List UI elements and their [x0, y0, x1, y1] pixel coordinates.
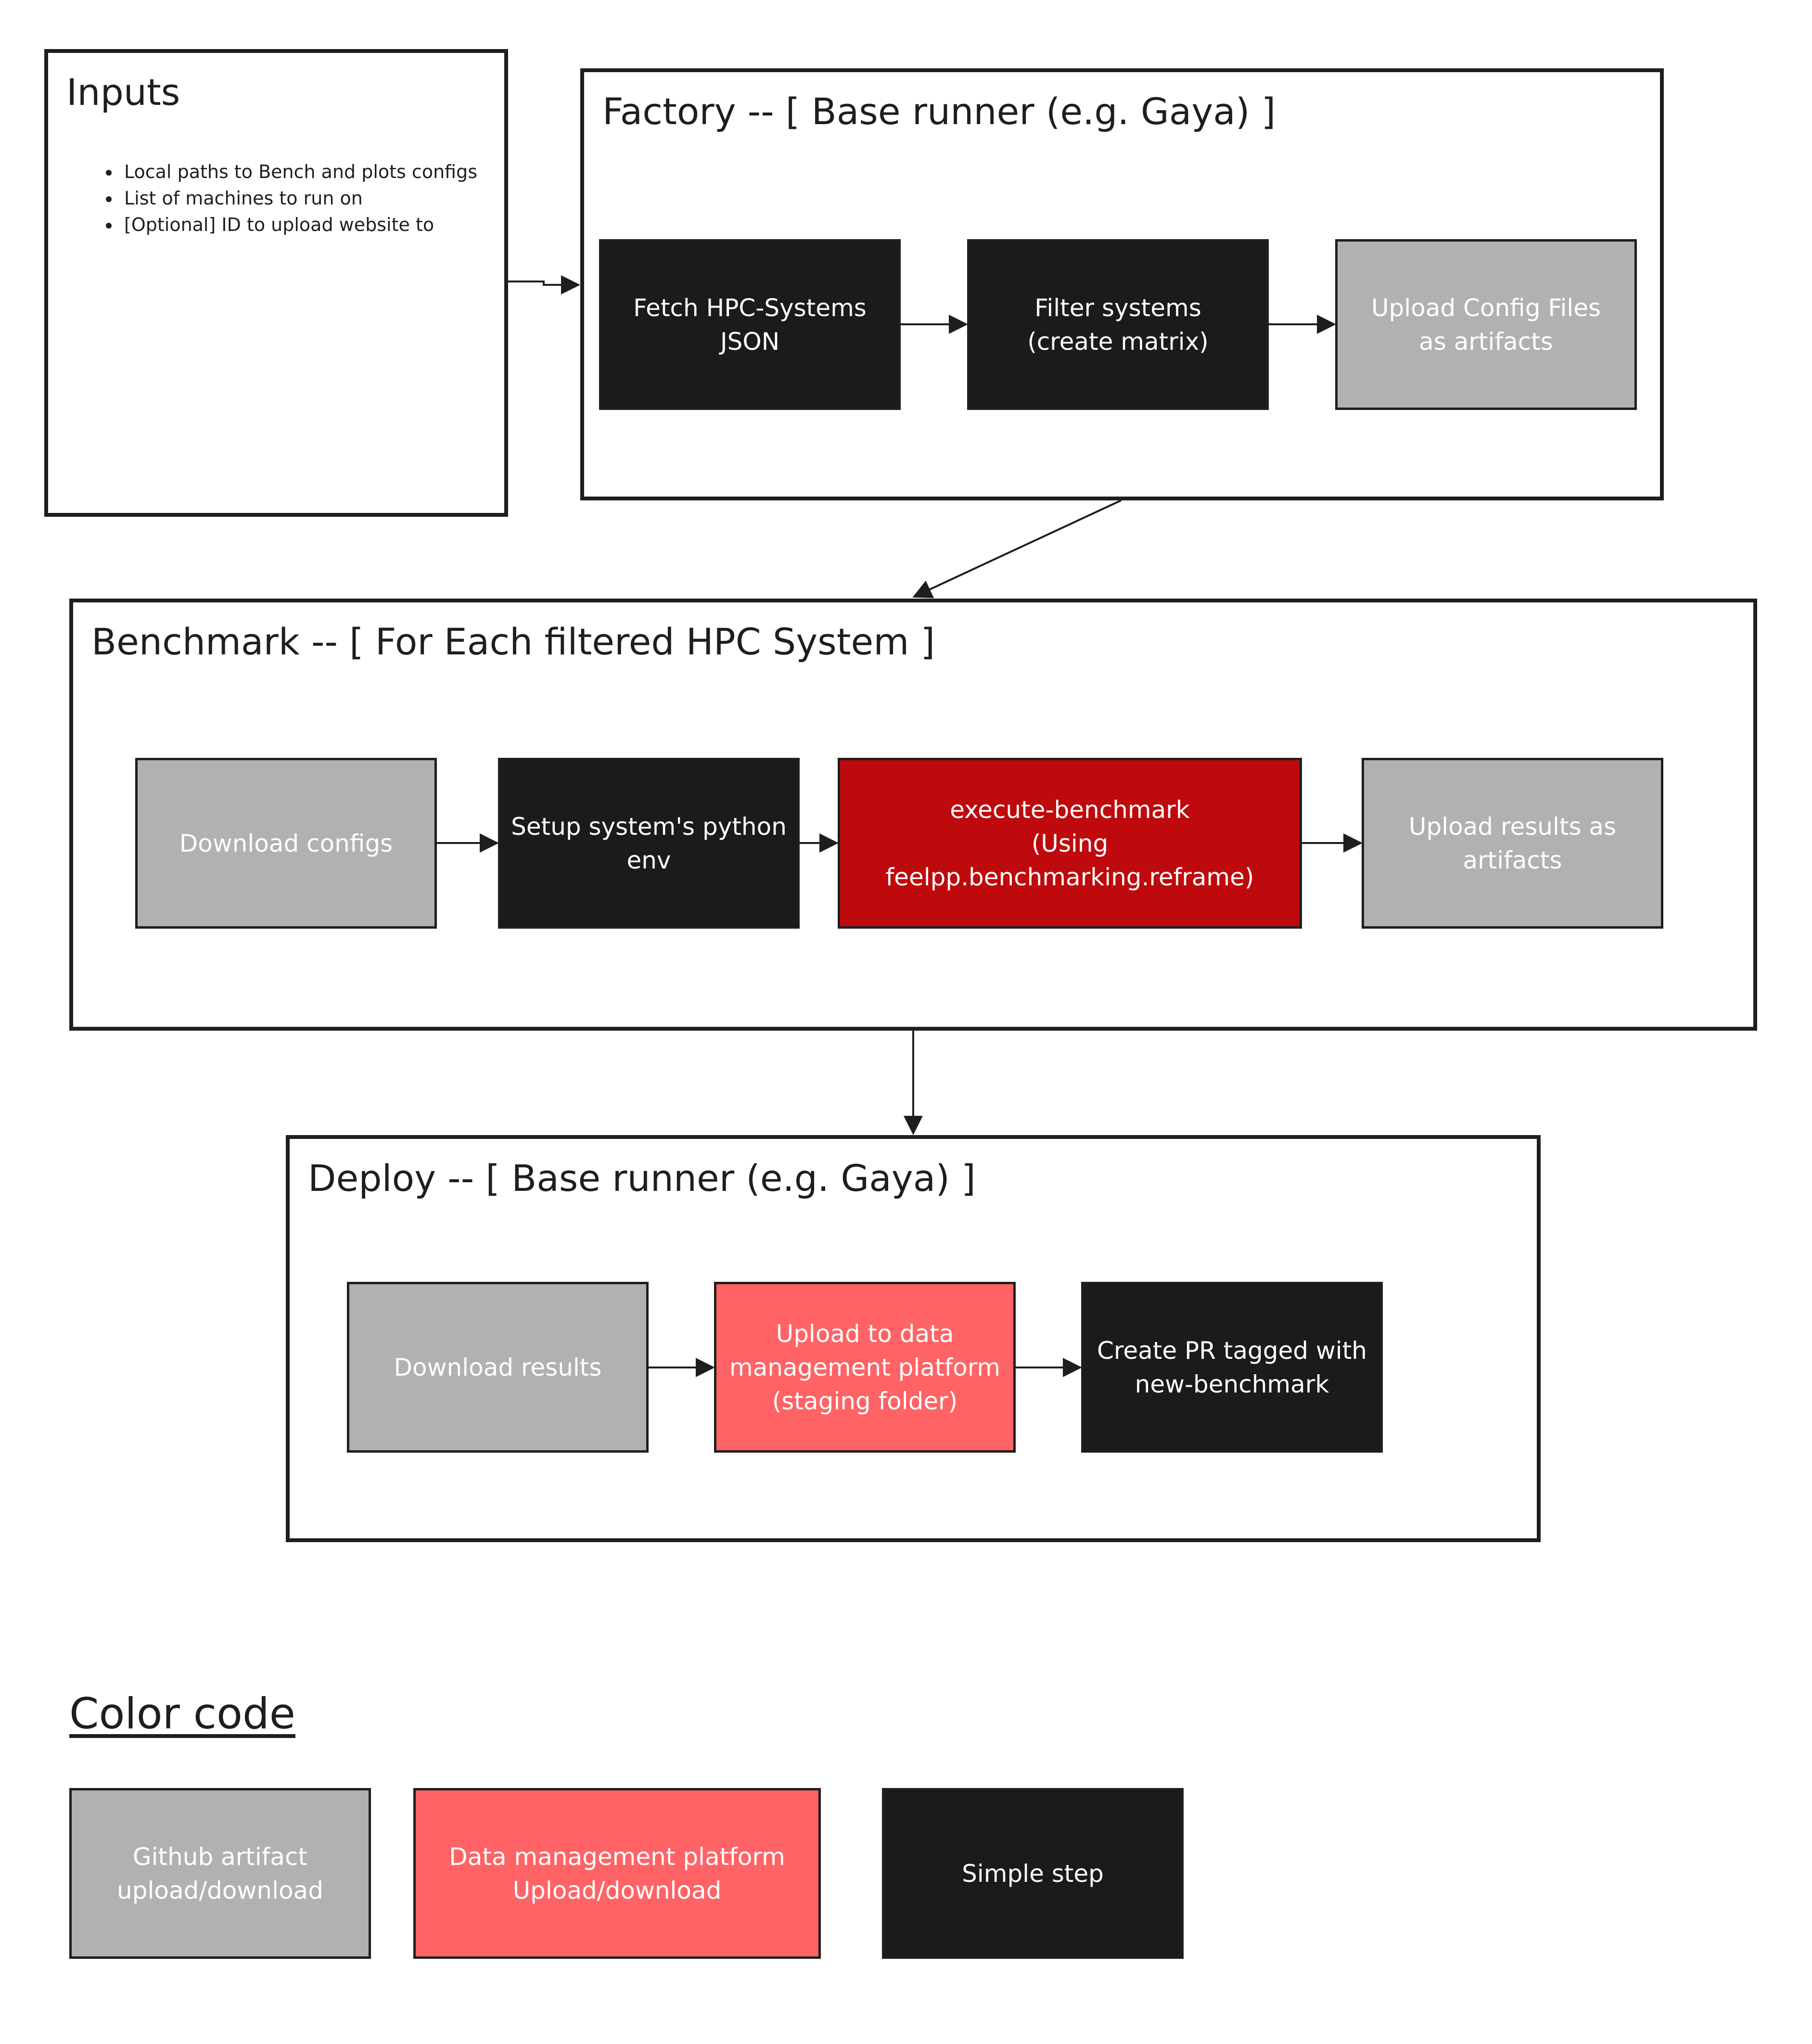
- input-item-website-id: [Optional] ID to upload website to: [120, 212, 477, 238]
- step-upload-config-files[interactable]: Upload Config Files as artifacts: [1335, 239, 1637, 410]
- step-download-results[interactable]: Download results: [347, 1282, 649, 1453]
- step-fetch-hpc-systems[interactable]: Fetch HPC-Systems JSON: [599, 239, 901, 410]
- inputs-title: Inputs: [66, 71, 180, 114]
- benchmark-title: Benchmark -- [ For Each filtered HPC Sys…: [91, 620, 935, 663]
- input-item-machines: List of machines to run on: [120, 185, 477, 212]
- step-upload-results[interactable]: Upload results as artifacts: [1362, 758, 1663, 929]
- factory-title: Factory -- [ Base runner (e.g. Gaya) ]: [602, 90, 1276, 133]
- inputs-frame: Inputs Local paths to Bench and plots co…: [44, 49, 508, 517]
- legend-github-artifact: Github artifact upload/download: [69, 1788, 371, 1959]
- arrow-inputs-to-factory: [508, 275, 580, 294]
- input-item-config-paths: Local paths to Bench and plots configs: [120, 159, 477, 185]
- legend-title: Color code: [69, 1689, 295, 1738]
- inputs-list: Local paths to Bench and plots configs L…: [101, 159, 477, 238]
- legend-data-platform: Data management platform Upload/download: [413, 1788, 821, 1959]
- step-upload-data-platform[interactable]: Upload to data management platform (stag…: [714, 1282, 1016, 1453]
- step-execute-benchmark[interactable]: execute-benchmark (Using feelpp.benchmar…: [838, 758, 1302, 929]
- step-filter-systems[interactable]: Filter systems (create matrix): [967, 239, 1269, 410]
- arrow-factory-to-benchmark: [912, 499, 1122, 598]
- step-setup-python-env[interactable]: Setup system's python env: [498, 758, 800, 929]
- step-download-configs[interactable]: Download configs: [135, 758, 437, 929]
- legend-simple-step: Simple step: [882, 1788, 1184, 1959]
- step-create-pr[interactable]: Create PR tagged with new-benchmark: [1081, 1282, 1383, 1453]
- deploy-title: Deploy -- [ Base runner (e.g. Gaya) ]: [308, 1157, 976, 1200]
